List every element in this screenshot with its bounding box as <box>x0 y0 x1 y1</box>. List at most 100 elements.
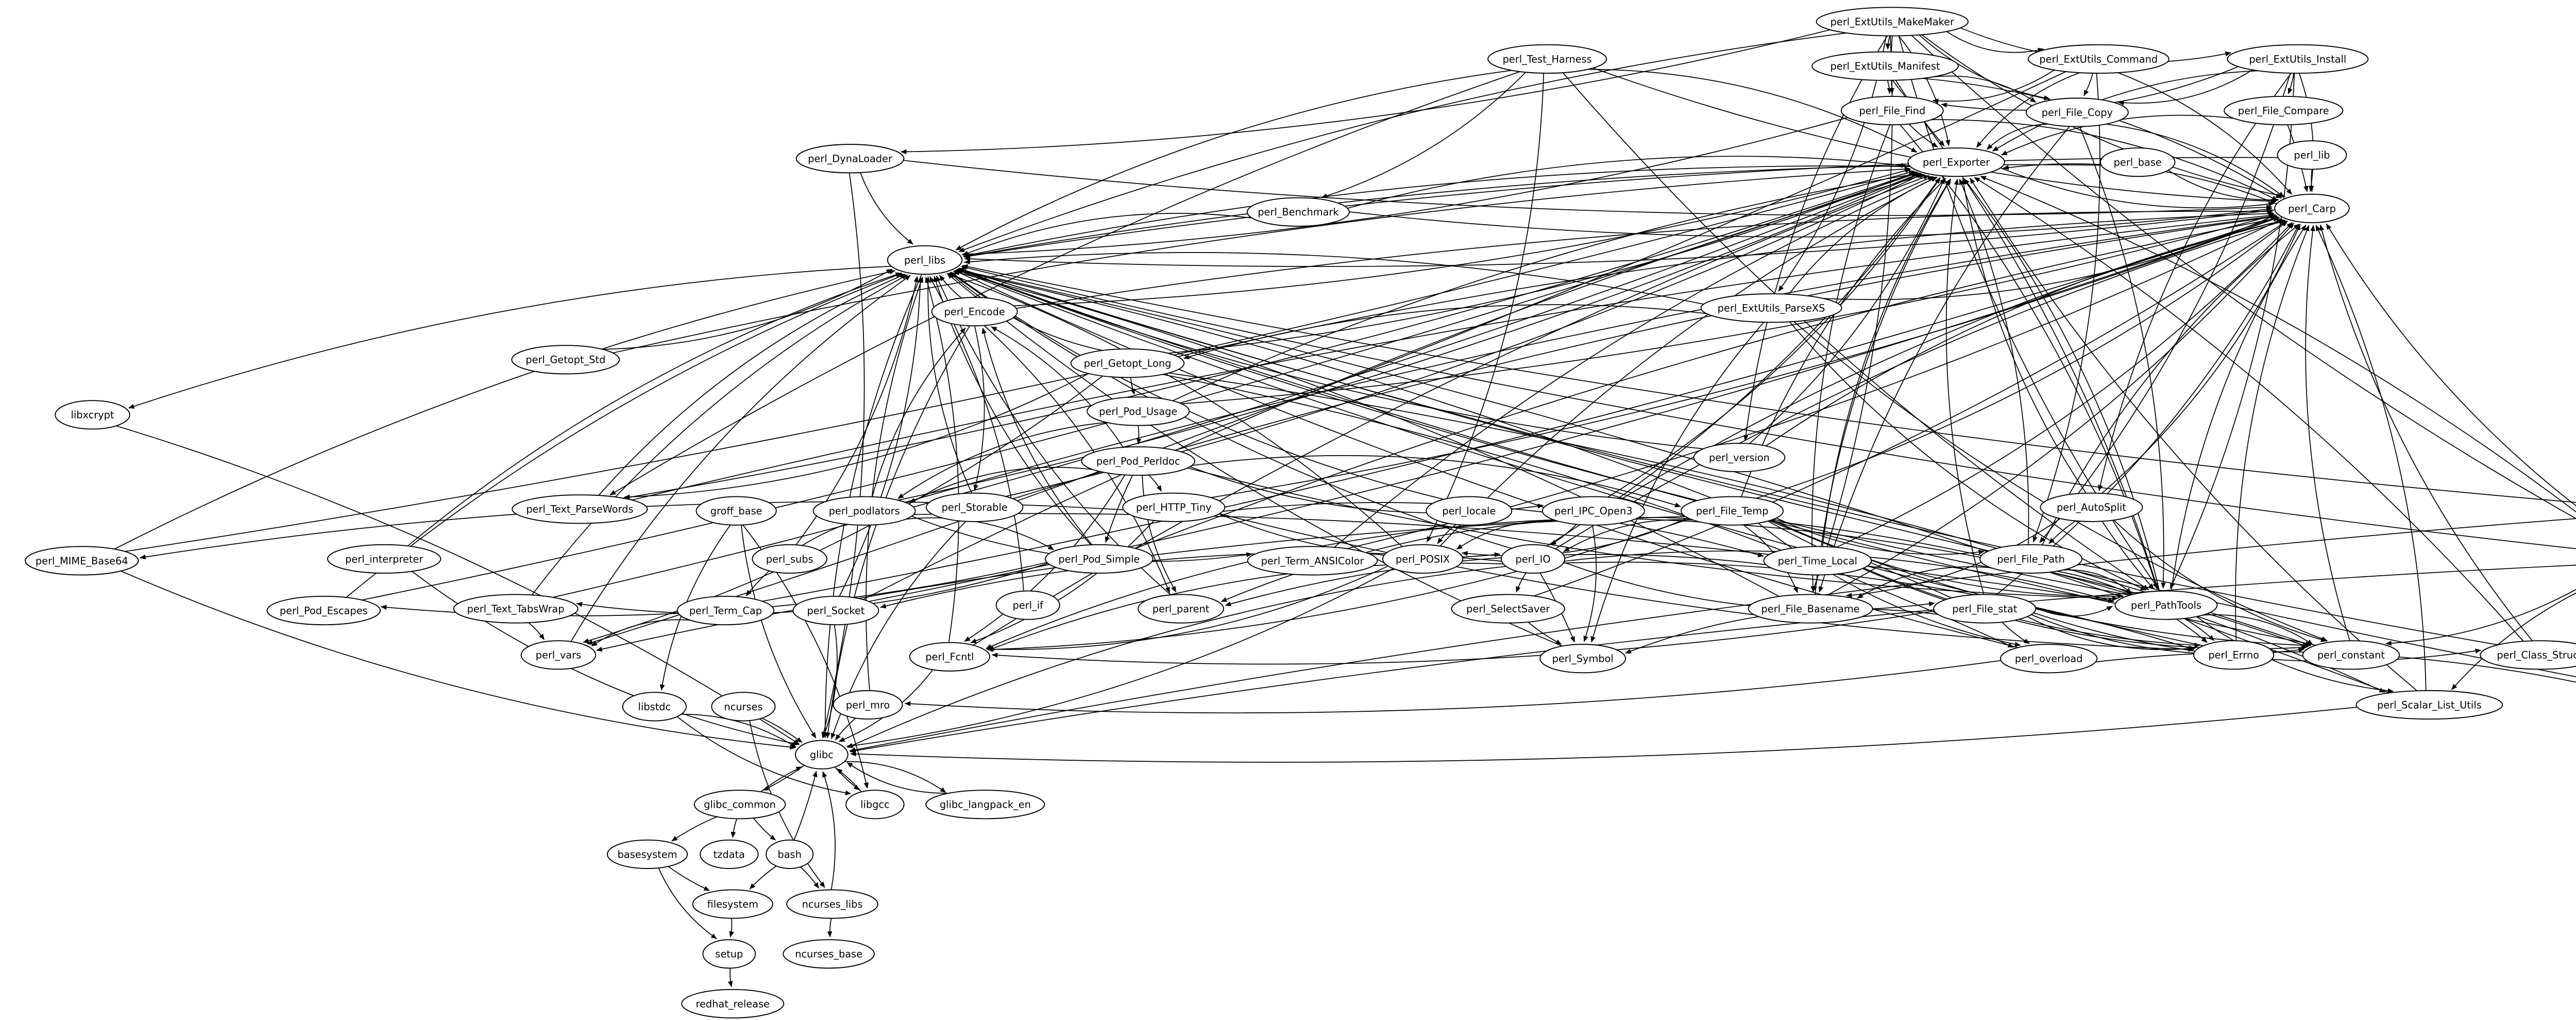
edge-perl_ExtUtils_Command-perl_File_Copy <box>2083 73 2094 96</box>
edge-perl_constant-perl_libs <box>957 269 2316 646</box>
edge-perl_Time_Local-perl_Carp <box>1836 222 2293 548</box>
edge-perl_POSIX-perl_Exporter <box>1439 176 1937 547</box>
node-perl_constant: perl_constant <box>2302 640 2400 670</box>
edge-perl_AutoSplit-perl_Exporter <box>1961 178 2087 494</box>
node-ellipse <box>783 939 875 969</box>
edge-perl_Text_TabsWrap-perl_vars <box>528 622 545 640</box>
node-ellipse <box>681 989 785 1018</box>
edge-perl_Term_Cap-perl_Carp <box>762 216 2279 602</box>
node-perl_ExtUtils_MakeMaker: perl_ExtUtils_MakeMaker <box>1816 7 1969 37</box>
node-label: perl_Term_ANSIColor <box>1261 555 1364 567</box>
edge-perl_ExtUtils_MakeMaker-perl_Carp <box>1921 34 2286 198</box>
node-label: perl_File_Compare <box>2238 105 2329 116</box>
node-ellipse <box>794 740 849 770</box>
node-ellipse <box>1681 496 1784 526</box>
node-libgcc: libgcc <box>845 790 905 820</box>
edge-perl_Getopt_Long-perl_vars <box>583 375 1103 643</box>
node-ellipse <box>2040 492 2143 522</box>
node-perl_podlators: perl_podlators <box>812 496 916 526</box>
edge-perl_File_stat-perl_overload <box>2002 622 2030 644</box>
node-ellipse <box>2274 193 2350 223</box>
node-perl_Class_Struct: perl_Class_Struct <box>2480 640 2576 670</box>
node-label: perl_File_Find <box>1859 105 1925 116</box>
edge-perl_Scalar_List_Utils-perl_Carp <box>2315 225 2427 691</box>
edge-perl_Pod_Escapes-perl_libs <box>346 273 903 598</box>
edge-perl_ExtUtils_MakeMaker-perl_Exporter <box>1898 36 1951 146</box>
edge-perl_File_Temp-perl_Scalar_List_Utils <box>1768 520 2385 693</box>
edge-perl_Data_Dumper-perl_Exporter <box>1980 176 2576 513</box>
node-label: perl_Storable <box>942 501 1008 513</box>
node-label: perl_Fcntl <box>925 651 974 663</box>
node-label: perl_Carp <box>2288 203 2336 214</box>
node-ellipse <box>1748 594 1873 624</box>
node-ellipse <box>1979 544 2083 574</box>
edge-perl_PathTools-perl_Carp <box>2171 224 2307 591</box>
node-perl_version: perl_version <box>1693 443 1786 473</box>
node-label: glibc_langpack_en <box>940 799 1031 811</box>
node-label: filesystem <box>707 898 758 910</box>
edge-perl_ExtUtils_Install-perl_AutoSplit <box>2097 73 2292 491</box>
edge-perl_podlators-perl_Carp <box>905 214 2277 503</box>
edge-perl_base-perl_Carp <box>2168 170 2279 203</box>
node-label: perl_DynaLoader <box>808 153 892 165</box>
node-perl_HTTP_Tiny: perl_HTTP_Tiny <box>1122 492 1226 522</box>
edge-perl_ExtUtils_Manifest-perl_Carp <box>1922 78 2282 199</box>
edge-perl_Time_Local-perl_Exporter <box>1822 178 1951 547</box>
edge-perl_ExtUtils_MakeMaker-perl_version <box>1743 36 1888 441</box>
edge-perl_Term_Cap-perl_vars <box>591 619 690 647</box>
edge-perl_podlators-perl_PathTools <box>913 513 2114 603</box>
edge-libgcc-glibc <box>836 768 862 792</box>
edge-perl_File_Copy-perl_PathTools <box>2079 126 2166 589</box>
edge-perl_ExtUtils_Manifest-perl_File_Copy <box>1930 75 2037 103</box>
node-ellipse <box>1933 594 2037 624</box>
node-label: perl_Time_Local <box>1778 555 1857 567</box>
node-perl_overload: perl_overload <box>1999 644 2098 674</box>
edge-perl_Socket-perl_Exporter <box>863 174 1926 600</box>
node-perl_Pod_Usage: perl_Pod_Usage <box>1087 396 1190 426</box>
node-label: perl_Text_ParseWords <box>526 504 633 515</box>
node-label: perl_Socket <box>807 605 865 616</box>
edge-perl_Storable-perl_Carp <box>1012 214 2278 499</box>
node-label: perl_Errno <box>2208 649 2259 661</box>
edge-perl_Text_TabsWrap-perl_libs <box>531 274 908 596</box>
edge-perl_POSIX-glibc <box>846 568 1394 748</box>
edge-perl_File_stat-perl_libs <box>955 269 1952 598</box>
node-perl_parent: perl_parent <box>1138 594 1225 624</box>
node-perl_ExtUtils_Command: perl_ExtUtils_Command <box>2027 44 2170 74</box>
edge-perl_lib-perl_libs <box>963 157 2278 259</box>
edge-perl_Data_Dumper-perl_constant <box>2385 589 2576 646</box>
edge-perl_Getopt_Long-perl_Carp <box>1177 211 2275 357</box>
edge-perl_B-glibc <box>849 518 2576 753</box>
edge-perl_ExtUtils_MakeMaker-perl_ExtUtils_Manifest <box>1885 36 1891 50</box>
node-groff_base: groff_base <box>696 496 777 526</box>
node-label: groff_base <box>710 505 762 517</box>
edge-perl_Encode-glibc <box>825 325 971 739</box>
edge-perl_Scalar_List_Utils-glibc <box>850 707 2358 763</box>
node-ellipse <box>786 889 878 919</box>
node-ellipse <box>887 245 963 275</box>
node-label: perl_if <box>1013 599 1044 611</box>
edge-perl_IO-glibc <box>847 566 1506 748</box>
edge-perl_File_Path-perl_Carp <box>2042 224 2300 545</box>
node-ellipse <box>792 595 879 626</box>
nodes-layer: perl_ExtUtils_MakeMakerperl_Test_Harness… <box>25 7 2576 1018</box>
edge-perl_IO-perl_File_stat <box>1563 562 1935 611</box>
edge-libxcrypt-glibc <box>116 425 800 745</box>
edge-perl_libs-libxcrypt <box>128 265 892 409</box>
node-label: perl_locale <box>1442 505 1496 517</box>
edge-perl_File_Copy-perl_File_Basename <box>1818 126 2070 593</box>
edge-perl_SelectSaver-perl_Symbol <box>1528 622 1562 645</box>
edge-perl_ExtUtils_MakeMaker-perl_DynaLoader <box>901 29 1831 155</box>
edge-perl_IPC_Open3-perl_constant <box>1635 518 2309 647</box>
node-label: perl_Benchmark <box>1258 206 1339 218</box>
node-ellipse <box>1693 443 1786 473</box>
edge-perl_Benchmark-perl_Carp <box>1349 207 2273 238</box>
edge-perl_IO-perl_Fcntl <box>988 562 1503 651</box>
node-ellipse <box>696 496 777 526</box>
node-libstdc: libstdc <box>622 692 687 722</box>
node-ellipse <box>1070 348 1185 378</box>
node-perl_Term_Cap: perl_Term_Cap <box>676 595 775 626</box>
edge-perl_PathTools-perl_constant <box>2202 614 2313 645</box>
